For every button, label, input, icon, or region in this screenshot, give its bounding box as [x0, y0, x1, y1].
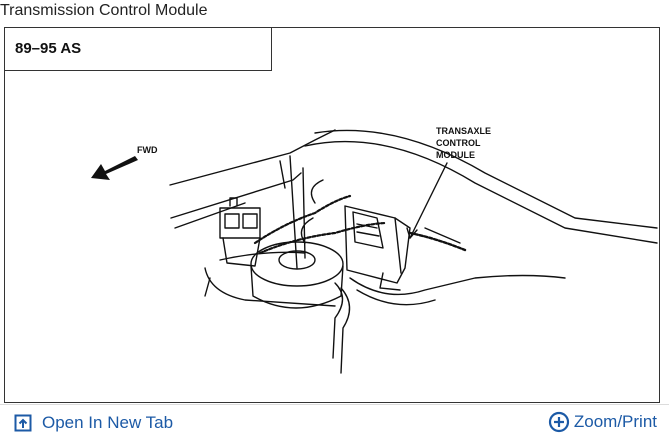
forward-arrow-icon: [91, 156, 138, 180]
callout-line: CONTROL: [436, 138, 481, 148]
transaxle-control-module-callout: TRANSAXLE CONTROL MODULE: [436, 125, 491, 161]
callout-line: MODULE: [436, 150, 475, 160]
open-in-new-tab-link[interactable]: Open In New Tab: [14, 413, 173, 433]
plus-circle-icon: [548, 411, 569, 433]
open-in-new-tab-icon: [14, 414, 32, 432]
zoom-print-label: Zoom/Print: [573, 412, 657, 431]
fwd-label: FWD: [137, 145, 158, 155]
diagram-frame: 89–95 AS: [4, 27, 660, 403]
model-label: 89–95 AS: [15, 40, 82, 57]
footer-bar: Open In New Tab Zoom/Print: [0, 404, 669, 439]
callout-line: TRANSAXLE: [436, 126, 492, 136]
engine-bay-illustration: [91, 129, 658, 374]
model-label-box: 89–95 AS: [5, 28, 272, 71]
page-title: Transmission Control Module: [0, 2, 208, 19]
open-in-new-tab-label: Open In New Tab: [42, 413, 174, 432]
zoom-print-link[interactable]: Zoom/Print: [548, 410, 657, 434]
